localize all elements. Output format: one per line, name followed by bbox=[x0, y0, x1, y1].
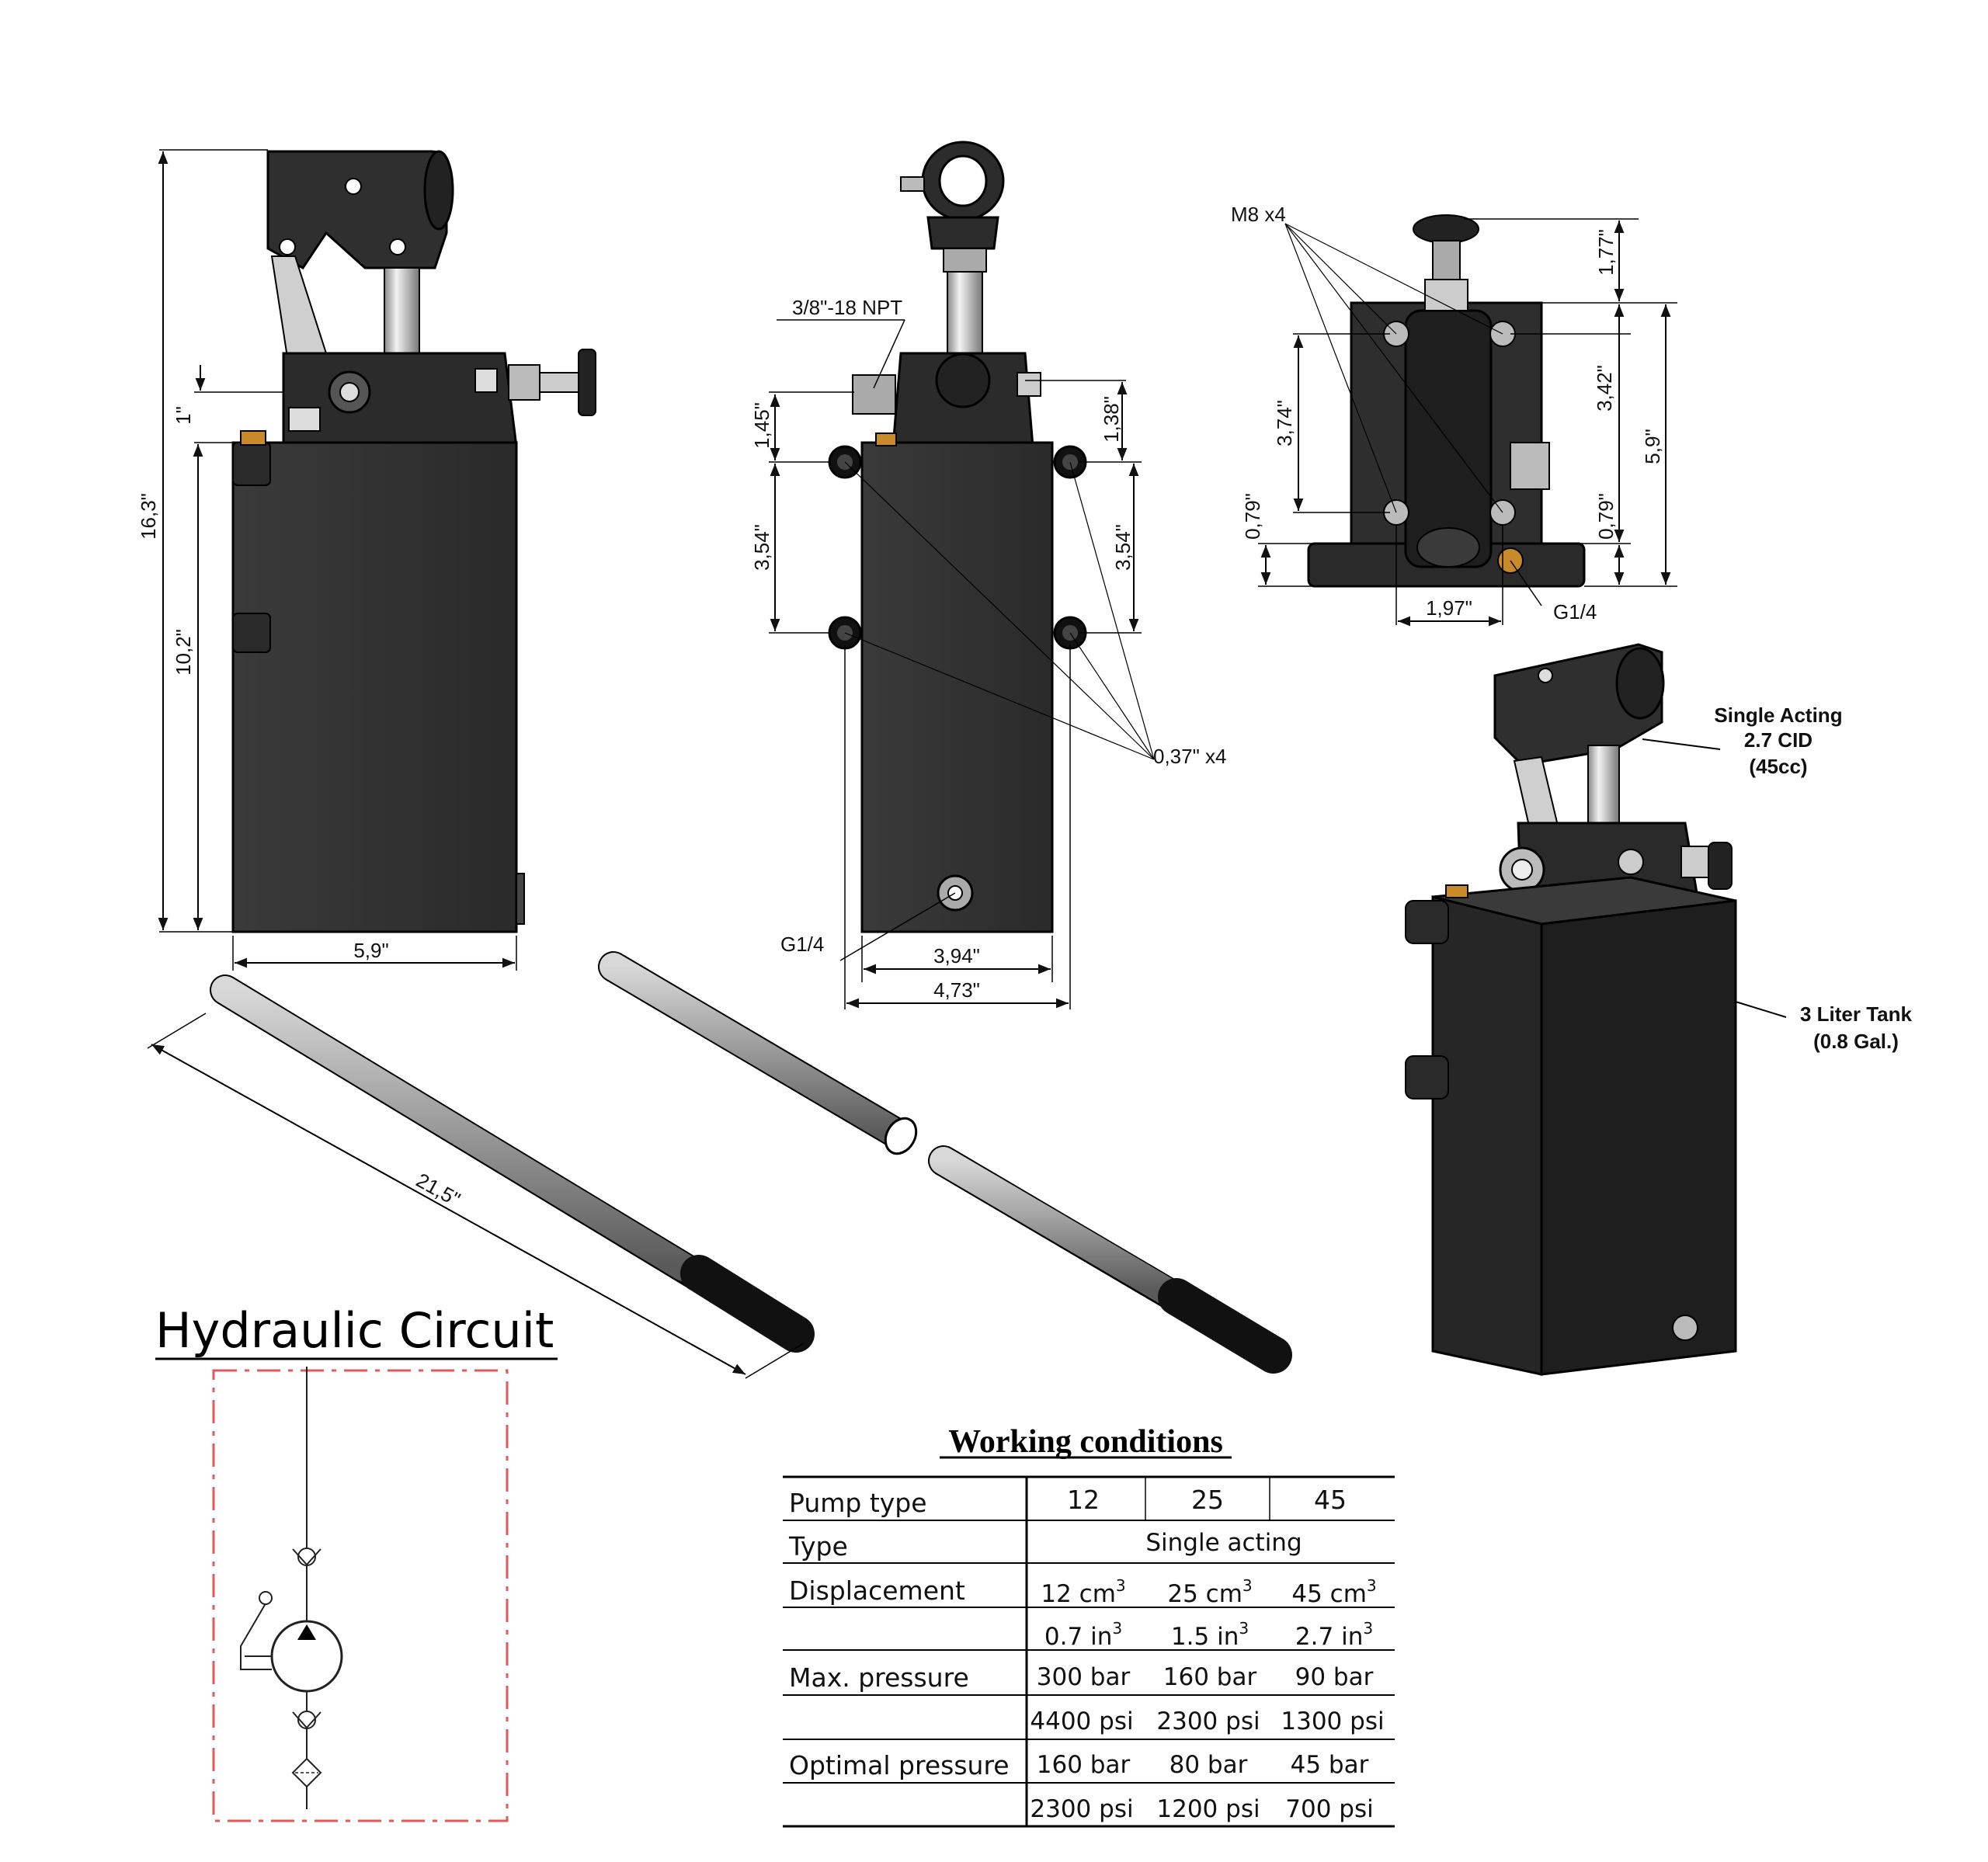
label-mount-holes: 0,37" x4 bbox=[1153, 745, 1227, 768]
row-optimal-pressure-label: Optimal pressure bbox=[789, 1750, 1010, 1780]
dim-tank-height: 10,2" bbox=[172, 629, 195, 676]
dim-side-left-top: 1,45" bbox=[750, 402, 773, 449]
hydraulic-circuit-title: Hydraulic Circuit bbox=[155, 1302, 554, 1359]
cell-optp-25-psi: 1200 psi bbox=[1156, 1795, 1260, 1823]
dim-side-left-holes: 3,54" bbox=[750, 524, 773, 571]
table-grid bbox=[783, 1475, 1395, 1828]
hydraulic-circuit: Hydraulic Circuit bbox=[155, 1302, 558, 1822]
label-port-npt: 3/8"-18 NPT bbox=[792, 296, 902, 319]
callout-tank-line1: 3 Liter Tank bbox=[1800, 1002, 1913, 1026]
cell-disp-12-cm: 12 cm3 bbox=[1041, 1576, 1125, 1608]
cell-optp-45-psi: 700 psi bbox=[1285, 1795, 1373, 1823]
dim-base-left: 0,79" bbox=[1241, 493, 1264, 540]
header-25: 25 bbox=[1191, 1485, 1224, 1515]
callout-pump-line3: (45cc) bbox=[1749, 755, 1807, 778]
dim-side-right-holes: 3,54" bbox=[1111, 524, 1135, 571]
cell-maxp-12-psi: 4400 psi bbox=[1030, 1707, 1133, 1735]
dim-top-inner: 3,42" bbox=[1593, 365, 1616, 412]
dim-front-width: 5,9" bbox=[353, 939, 388, 962]
handle-lower-section bbox=[928, 1145, 1292, 1374]
dim-top-total: 5,9" bbox=[1641, 429, 1664, 464]
cell-disp-45-cm: 45 cm3 bbox=[1291, 1576, 1376, 1608]
header-12: 12 bbox=[1067, 1485, 1100, 1515]
cell-disp-45-in: 2.7 in3 bbox=[1295, 1619, 1373, 1651]
cell-maxp-12-bar: 300 bar bbox=[1037, 1663, 1131, 1691]
dim-overall-height: 16,3" bbox=[137, 493, 160, 540]
label-bolts: M8 x4 bbox=[1231, 203, 1286, 226]
cell-optp-12-psi: 2300 psi bbox=[1030, 1795, 1133, 1823]
label-top-port: G1/4 bbox=[1553, 600, 1597, 624]
valve-block bbox=[282, 352, 518, 448]
cell-maxp-45-psi: 1300 psi bbox=[1281, 1707, 1384, 1735]
circuit-frame bbox=[212, 1369, 509, 1822]
handle-assembled: 21,5" bbox=[147, 974, 815, 1379]
header-pump-type: Pump type bbox=[789, 1488, 927, 1518]
dim-top-left: 3,74" bbox=[1273, 400, 1296, 446]
header-45: 45 bbox=[1314, 1485, 1347, 1515]
working-conditions-table: Working conditions Pump type 12 25 45 Ty… bbox=[783, 1424, 1395, 1828]
tank bbox=[231, 441, 518, 933]
dim-side-width-inner: 3,94" bbox=[933, 944, 980, 967]
cell-disp-25-cm: 25 cm3 bbox=[1167, 1576, 1252, 1608]
label-drain-port: G1/4 bbox=[780, 933, 824, 956]
cell-disp-12-in: 0.7 in3 bbox=[1044, 1619, 1122, 1651]
dim-side-right-top: 1,38" bbox=[1100, 396, 1123, 443]
side-view: 3/8"-18 NPT 1,45" 1,38" 3,54" 3,54" 0,37… bbox=[750, 141, 1227, 1009]
row-displacement-label: Displacement bbox=[789, 1575, 965, 1606]
cell-optp-12-bar: 160 bar bbox=[1037, 1751, 1131, 1779]
dim-top-width: 1,97" bbox=[1426, 596, 1472, 620]
front-view: 16,3" 10,2" 1" 5,9" bbox=[137, 149, 596, 971]
top-view: M8 x4 1,77" 3,42" 5,9" 3,74" 0,79" 0,79"… bbox=[1231, 203, 1677, 627]
isometric-view: Single Acting 2.7 CID (45cc) 3 Liter Tan… bbox=[1405, 643, 1913, 1376]
working-conditions-title: Working conditions bbox=[948, 1424, 1223, 1460]
cell-maxp-45-bar: 90 bar bbox=[1295, 1663, 1374, 1691]
row-max-pressure-label: Max. pressure bbox=[789, 1662, 969, 1693]
callout-tank-line2: (0.8 Gal.) bbox=[1813, 1030, 1899, 1053]
dim-handle-length: 21,5" bbox=[412, 1169, 464, 1211]
dim-top-knob: 1,77" bbox=[1594, 229, 1618, 276]
dim-pump-offset: 1" bbox=[172, 406, 195, 425]
cell-optp-45-bar: 45 bar bbox=[1291, 1751, 1369, 1779]
row-type-label: Type bbox=[788, 1531, 848, 1562]
cell-optp-25-bar: 80 bar bbox=[1170, 1751, 1248, 1779]
row-type-value: Single acting bbox=[1145, 1529, 1302, 1557]
callout-pump-line1: Single Acting bbox=[1714, 703, 1842, 727]
cell-disp-25-in: 1.5 in3 bbox=[1171, 1619, 1249, 1651]
callout-pump-line2: 2.7 CID bbox=[1744, 728, 1812, 752]
cell-maxp-25-psi: 2300 psi bbox=[1156, 1707, 1260, 1735]
handle-upper-section bbox=[598, 951, 918, 1155]
dim-base-right: 0,79" bbox=[1594, 493, 1618, 540]
cell-maxp-25-bar: 160 bar bbox=[1163, 1663, 1257, 1691]
dim-side-width-outer: 4,73" bbox=[933, 978, 980, 1002]
